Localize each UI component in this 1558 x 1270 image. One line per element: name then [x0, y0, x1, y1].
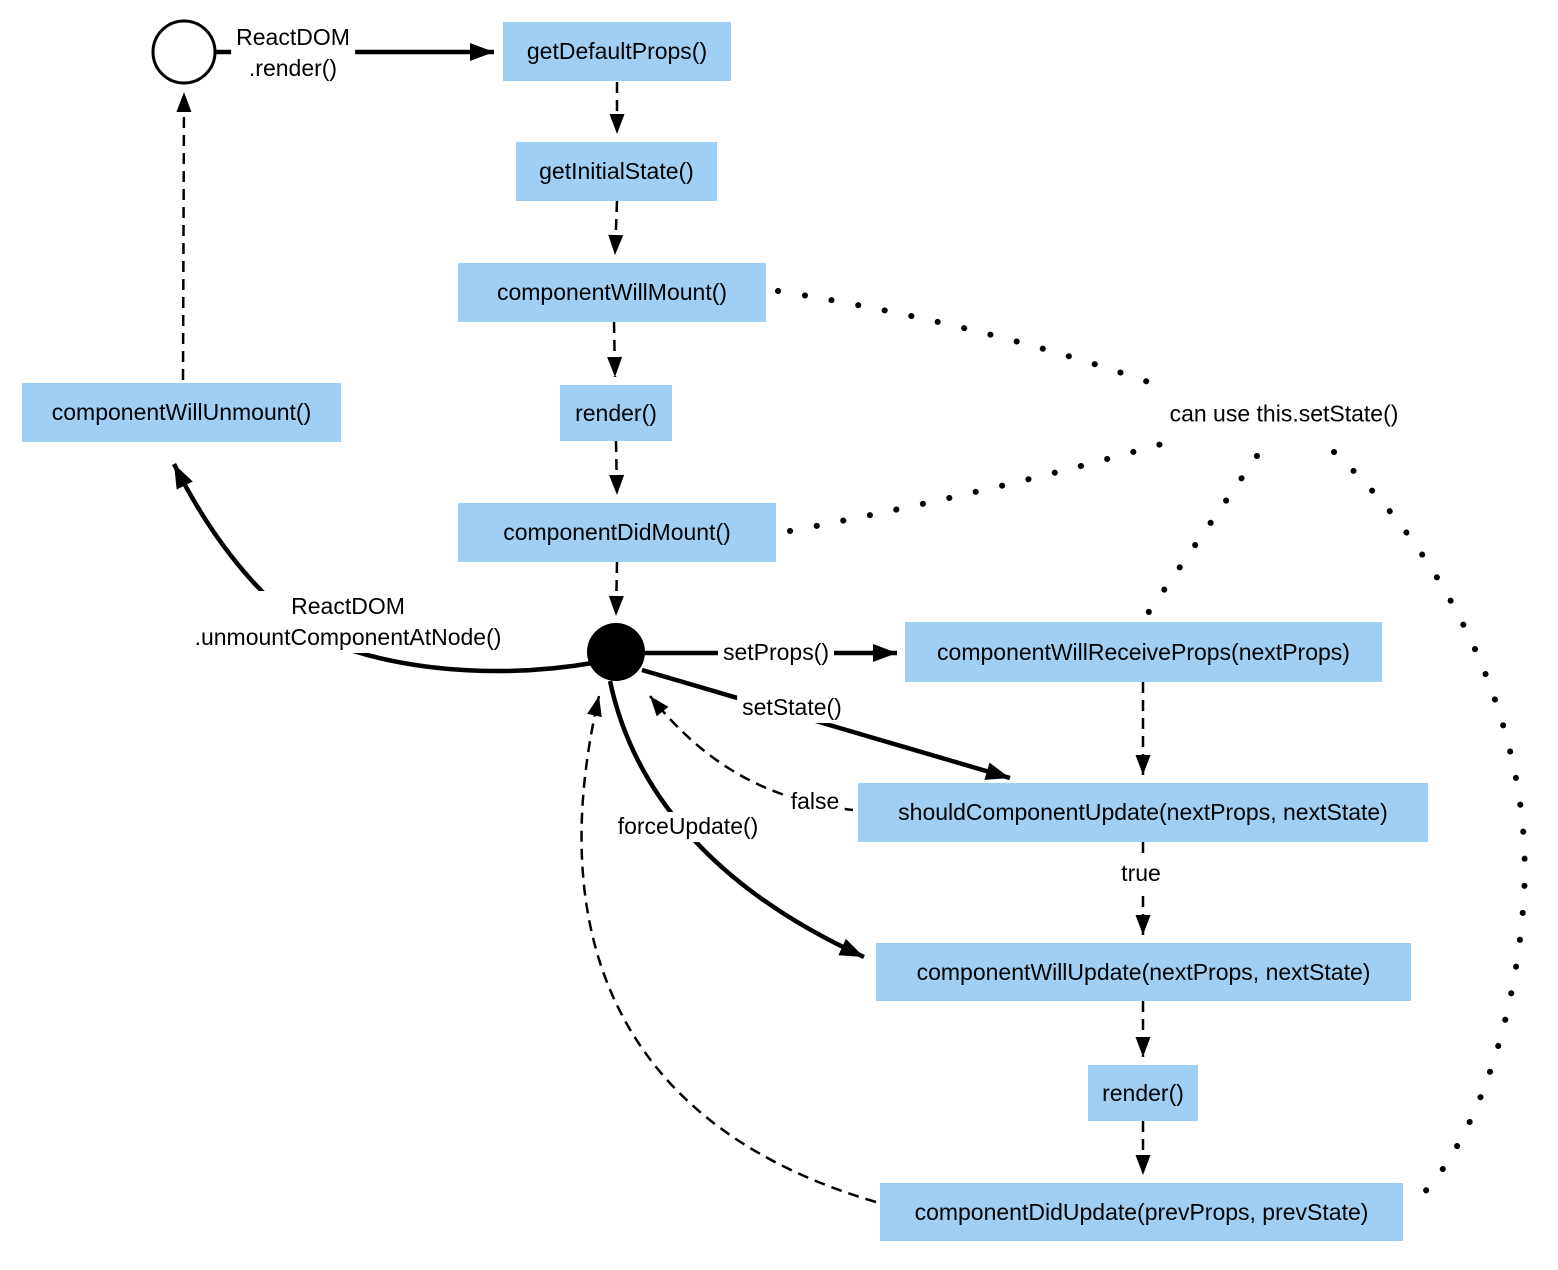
edge-didupdate-return	[580, 695, 877, 1204]
node-component-will-update: componentWillUpdate(nextProps, nextState…	[876, 943, 1411, 1001]
edge-set-state	[641, 667, 1011, 781]
label-reactdom-render-line2: .render()	[248, 55, 338, 81]
edge-initialstate-willmount	[608, 200, 624, 256]
node-render-update: render()	[1088, 1065, 1198, 1121]
label-reactdom-unmount-line2: .unmountComponentAtNode()	[194, 624, 502, 650]
edge-didmount-statenode	[608, 561, 624, 617]
note-link-receiveprops	[1143, 453, 1260, 619]
node-render-mount: render()	[560, 385, 672, 441]
node-component-will-unmount: componentWillUnmount()	[22, 383, 341, 442]
node-get-initial-state: getInitialState()	[516, 142, 717, 201]
note-link-willmount	[775, 288, 1171, 392]
label-force-update: forceUpdate()	[612, 812, 764, 842]
label-reactdom-unmount: ReactDOM .unmountComponentAtNode()	[189, 590, 507, 654]
node-component-will-receive-props: componentWillReceiveProps(nextProps)	[905, 622, 1382, 682]
edge-shouldupdate-false-return	[649, 695, 854, 812]
label-branch-true: true	[1116, 859, 1166, 889]
start-state-icon	[151, 19, 217, 85]
note-link-didmount	[787, 438, 1175, 534]
node-component-did-update: componentDidUpdate(prevProps, prevState)	[880, 1183, 1403, 1241]
label-branch-false: false	[785, 787, 845, 817]
label-reactdom-render-line1: ReactDOM	[236, 23, 350, 50]
label-reactdom-unmount-line1: ReactDOM	[291, 592, 405, 619]
edge-willmount-render	[607, 321, 623, 378]
mounted-state-icon	[587, 623, 645, 681]
node-component-will-mount: componentWillMount()	[458, 263, 766, 322]
edge-render-didmount	[609, 440, 625, 496]
label-set-props: setProps()	[717, 638, 835, 668]
node-component-did-mount: componentDidMount()	[458, 503, 776, 562]
label-reactdom-render: ReactDOM .render()	[231, 21, 355, 85]
label-setstate-note: can use this.setState()	[1169, 400, 1399, 427]
node-get-default-props: getDefaultProps()	[503, 22, 731, 81]
label-set-state: setState()	[737, 693, 847, 723]
edge-willunmount-start	[176, 91, 192, 381]
node-should-component-update: shouldComponentUpdate(nextProps, nextSta…	[858, 783, 1428, 842]
